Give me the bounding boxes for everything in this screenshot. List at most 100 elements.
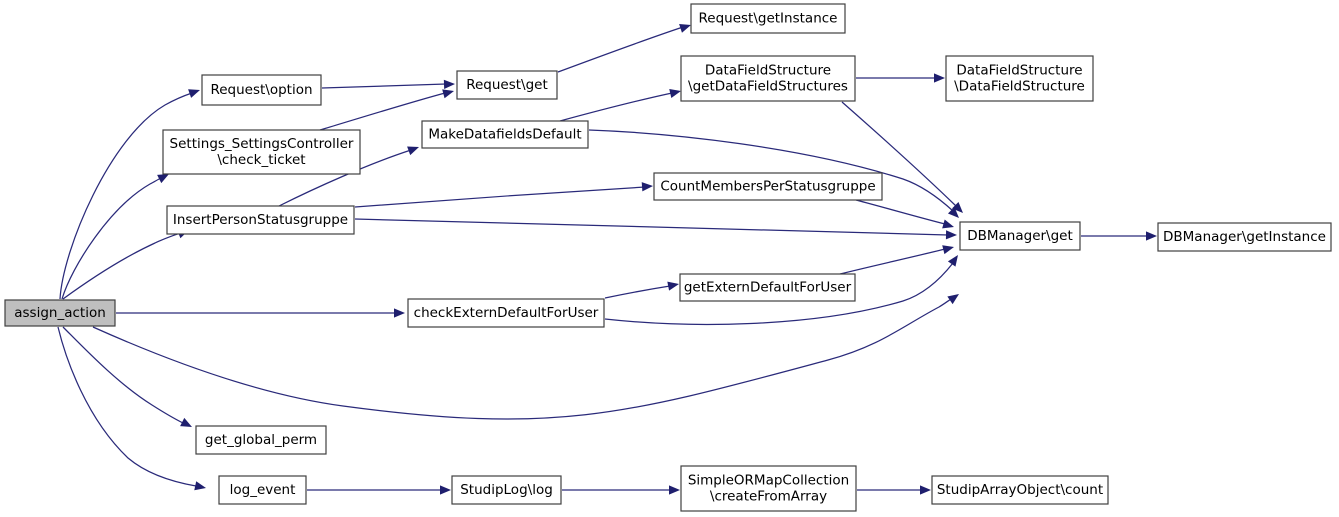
node-label: \DataFieldStructure	[954, 79, 1085, 95]
edge-simple_ormap_collection-to-studip_array_object_count	[857, 485, 931, 495]
node-label: Request\get	[466, 77, 548, 93]
edge-request_option-to-request_get	[321, 79, 455, 89]
arrowhead-icon	[188, 89, 200, 98]
node-get_extern_default_for_user[interactable]: getExternDefaultForUser	[679, 273, 856, 302]
arrowhead-icon	[641, 182, 653, 192]
node-studip_array_object_count[interactable]: StudipArrayObject\count	[931, 475, 1109, 505]
node-box[interactable]	[421, 120, 589, 149]
node-label: InsertPersonStatusgruppe	[173, 212, 348, 228]
edge-line	[321, 83, 447, 89]
edge-line	[354, 218, 949, 236]
edge-assign_action-to-insert_person_statusgruppe	[62, 229, 189, 300]
arrowhead-icon	[394, 308, 405, 318]
node-box[interactable]	[690, 3, 846, 34]
node-log_event[interactable]: log_event	[218, 475, 307, 505]
node-label: \createFromArray	[710, 489, 827, 505]
arrowhead-icon	[947, 294, 959, 305]
node-label: Request\getInstance	[699, 11, 838, 27]
node-assign_action[interactable]: assign_action	[4, 299, 116, 327]
arrowhead-icon	[947, 255, 958, 267]
edge-insert_person_statusgruppe-to-dbmanager_get	[354, 218, 957, 240]
edge-line	[557, 26, 684, 73]
edge-datafield_structure_get-to-datafield_structure_ctor	[856, 73, 945, 83]
node-box[interactable]	[218, 475, 307, 505]
arrowhead-icon	[942, 245, 954, 255]
node-box[interactable]	[653, 172, 883, 201]
arrowhead-icon	[180, 417, 192, 427]
node-box[interactable]	[931, 475, 1109, 505]
node-datafield_structure_get[interactable]: DataFieldStructure\getDataFieldStructure…	[680, 55, 856, 102]
node-box[interactable]	[456, 70, 558, 100]
edge-assign_action-to-dbmanager_get	[92, 294, 959, 420]
arrowhead-icon	[951, 201, 963, 213]
node-label: StudipArrayObject\count	[937, 482, 1103, 498]
edge-insert_person_statusgruppe-to-count_members_per_statusgruppe	[354, 182, 653, 208]
node-box[interactable]	[195, 425, 327, 455]
edge-datafield_structure_get-to-dbmanager_get	[841, 101, 963, 213]
node-box[interactable]	[201, 74, 322, 106]
node-box[interactable]	[680, 55, 856, 102]
arrowhead-icon	[669, 485, 680, 495]
arrowhead-icon	[194, 481, 206, 491]
node-box[interactable]	[4, 299, 116, 327]
node-datafield_structure_ctor[interactable]: DataFieldStructure\DataFieldStructure	[945, 55, 1094, 102]
edge-get_extern_default_for_user-to-dbmanager_get	[839, 245, 954, 275]
node-insert_person_statusgruppe[interactable]: InsertPersonStatusgruppe	[166, 205, 355, 235]
edge-dbmanager_get-to-dbmanager_get_instance	[1081, 231, 1157, 241]
node-check_extern_default_for_user[interactable]: checkExternDefaultForUser	[407, 298, 605, 328]
arrowhead-icon	[1146, 231, 1157, 241]
edge-check_extern_default_for_user-to-dbmanager_get	[604, 255, 958, 325]
edge-line	[92, 298, 952, 420]
node-count_members_per_statusgruppe[interactable]: CountMembersPerStatusgruppe	[653, 172, 883, 201]
edge-assign_action-to-settings_check_ticket	[61, 174, 169, 300]
edge-line	[278, 149, 412, 207]
node-label: assign_action	[14, 305, 106, 321]
node-label: MakeDatafieldsDefault	[428, 127, 581, 143]
node-label: log_event	[230, 482, 296, 498]
arrowhead-icon	[440, 485, 451, 495]
node-dbmanager_get_instance[interactable]: DBManager\getInstance	[1157, 222, 1332, 252]
node-get_global_perm[interactable]: get_global_perm	[195, 425, 327, 455]
edge-make_datafields_default-to-datafield_structure_get	[559, 88, 681, 122]
node-box[interactable]	[945, 55, 1094, 102]
edge-make_datafields_default-to-dbmanager_get	[588, 129, 959, 218]
edge-assign_action-to-request_option	[59, 89, 200, 300]
node-label: DataFieldStructure	[705, 63, 831, 79]
node-request_get_instance[interactable]: Request\getInstance	[690, 3, 846, 34]
node-box[interactable]	[162, 129, 361, 175]
node-dbmanager_get[interactable]: DBManager\get	[959, 221, 1081, 251]
node-label: CountMembersPerStatusgruppe	[660, 179, 875, 195]
node-request_option[interactable]: Request\option	[201, 74, 322, 106]
node-label: DataFieldStructure	[956, 63, 1082, 79]
node-box[interactable]	[166, 205, 355, 235]
arrowhead-icon	[947, 206, 959, 218]
node-settings_check_ticket[interactable]: Settings_SettingsController\check_ticket	[162, 129, 361, 175]
arrowhead-icon	[934, 73, 945, 83]
edge-line	[62, 326, 184, 424]
node-make_datafields_default[interactable]: MakeDatafieldsDefault	[421, 120, 589, 149]
node-box[interactable]	[451, 475, 562, 505]
node-label: get_global_perm	[205, 432, 317, 448]
node-simple_ormap_collection[interactable]: SimpleORMapCollection\createFromArray	[680, 465, 857, 512]
node-box[interactable]	[407, 298, 605, 328]
arrowhead-icon	[679, 24, 691, 33]
edge-assign_action-to-check_extern_default_for_user	[116, 308, 405, 318]
edge-count_members_per_statusgruppe-to-dbmanager_get	[855, 199, 954, 229]
arrowhead-icon	[669, 88, 681, 98]
edges-layer	[57, 24, 1157, 495]
arrowhead-icon	[443, 79, 455, 89]
arrowhead-icon	[942, 219, 954, 229]
edge-line	[62, 232, 181, 300]
node-request_get[interactable]: Request\get	[456, 70, 558, 100]
edge-line	[354, 186, 646, 208]
node-box[interactable]	[679, 273, 856, 302]
arrowhead-icon	[945, 230, 957, 240]
node-label: getExternDefaultForUser	[684, 280, 852, 296]
node-box[interactable]	[959, 221, 1081, 251]
edge-line	[57, 326, 197, 487]
node-studip_log[interactable]: StudipLog\log	[451, 475, 562, 505]
node-label: DBManager\get	[967, 228, 1073, 244]
node-box[interactable]	[1157, 222, 1332, 252]
node-box[interactable]	[680, 465, 857, 512]
